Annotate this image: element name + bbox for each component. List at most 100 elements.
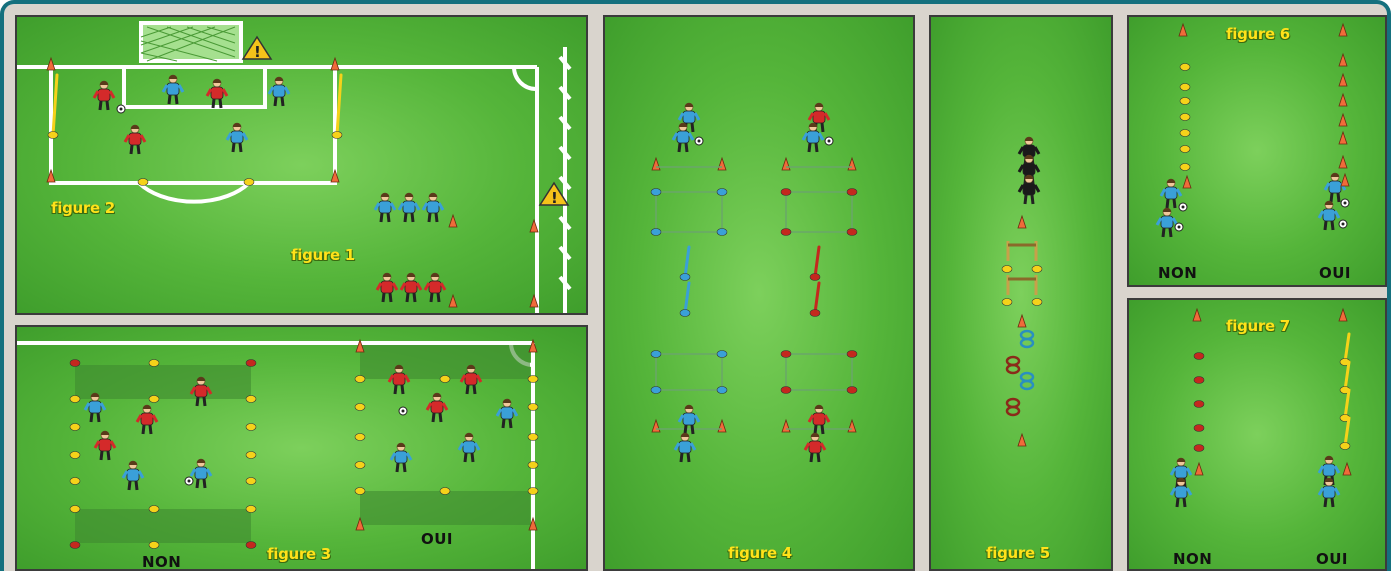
field-figure-6 [1129, 17, 1387, 287]
cone-icon [652, 158, 660, 170]
non-label-figure-6: NON [1158, 264, 1197, 282]
svg-text:!: ! [551, 189, 558, 207]
player-icon [803, 123, 823, 152]
player-icon [805, 433, 825, 462]
cone-icon [1018, 434, 1026, 446]
figure-7-label: figure 7 [1226, 317, 1290, 335]
cone-icon [1339, 309, 1347, 321]
cone-icon [246, 396, 256, 403]
field-figure-5 [931, 17, 1113, 571]
figure-3-label: figure 3 [267, 545, 331, 563]
cone-icon [1032, 266, 1042, 273]
pole-icon [815, 247, 819, 277]
player-icon [399, 193, 419, 222]
player-icon [269, 77, 289, 106]
pole-icon [1345, 418, 1349, 446]
cone-icon [138, 179, 148, 186]
cone-icon [1194, 401, 1204, 408]
cone-icon [782, 158, 790, 170]
cone-icon [355, 376, 365, 383]
ball-icon [185, 477, 193, 485]
cone-icon [717, 351, 727, 358]
player-icon [191, 459, 211, 488]
player-icon [401, 273, 421, 302]
ball-icon [1179, 203, 1187, 211]
cone-icon [332, 132, 342, 139]
cone-icon [1339, 156, 1347, 168]
cone-icon [717, 189, 727, 196]
ball-icon [117, 105, 125, 113]
cone-icon [781, 229, 791, 236]
ball-icon [1175, 223, 1183, 231]
cone-icon [246, 360, 256, 367]
cone-icon [331, 170, 339, 182]
cone-icon [246, 542, 256, 549]
cone-icon [70, 396, 80, 403]
oui-label-figure-6: OUI [1319, 264, 1351, 282]
cone-icon [1180, 130, 1190, 137]
player-icon [673, 123, 693, 152]
hurdle-icon [1008, 241, 1036, 261]
panel-figure-6: figure 6 NON OUI [1127, 15, 1387, 287]
svg-text:!: ! [254, 43, 261, 61]
cone-icon [449, 295, 457, 307]
ball-icon [1341, 199, 1349, 207]
ring-icon [1007, 407, 1019, 415]
cone-icon [528, 462, 538, 469]
cone-icon [246, 452, 256, 459]
player-icon [227, 123, 247, 152]
cone-icon [47, 170, 55, 182]
cone-icon [1339, 114, 1347, 126]
cone-icon [246, 506, 256, 513]
cone-icon [651, 189, 661, 196]
player-icon [1161, 179, 1181, 208]
cone-icon [651, 229, 661, 236]
field-figure-3 [17, 327, 588, 571]
cone-icon [718, 158, 726, 170]
oui-label-figure-7: OUI [1316, 550, 1348, 568]
cone-icon [47, 58, 55, 70]
player-icon [163, 75, 183, 104]
cone-icon [810, 274, 820, 281]
cone-icon [1340, 443, 1350, 450]
cone-icon [1195, 463, 1203, 475]
player-icon [497, 399, 517, 428]
cone-icon [149, 360, 159, 367]
player-icon [427, 393, 447, 422]
cone-icon [528, 404, 538, 411]
cone-icon [1194, 445, 1204, 452]
cone-icon [717, 387, 727, 394]
cone-icon [529, 518, 537, 530]
goal-net-icon [141, 23, 241, 61]
player-icon [1319, 478, 1339, 507]
non-label-figure-3: NON [142, 553, 181, 571]
cone-icon [781, 387, 791, 394]
cone-icon [528, 434, 538, 441]
cone-icon [70, 478, 80, 485]
player-icon [391, 443, 411, 472]
cone-icon [651, 387, 661, 394]
player-icon [377, 273, 397, 302]
cone-icon [680, 310, 690, 317]
panel-figure-4: figure 4 [603, 15, 915, 571]
cone-icon [1180, 146, 1190, 153]
cone-icon [355, 462, 365, 469]
cone-icon [848, 158, 856, 170]
cone-icon [1018, 216, 1026, 228]
pole-icon [685, 283, 689, 313]
cone-icon [1180, 64, 1190, 71]
cone-icon [1032, 299, 1042, 306]
cone-icon [70, 542, 80, 549]
cone-icon [1341, 174, 1349, 186]
cone-icon [246, 478, 256, 485]
oui-label-figure-3: OUI [421, 530, 453, 548]
player-icon [125, 125, 145, 154]
cone-icon [246, 424, 256, 431]
player-icon [1319, 201, 1339, 230]
cone-icon [1002, 299, 1012, 306]
ring-icon [1007, 365, 1019, 373]
pole-icon [337, 75, 341, 135]
figure-1-label: figure 1 [291, 246, 355, 264]
cone-icon [1183, 176, 1191, 188]
player-icon [375, 193, 395, 222]
